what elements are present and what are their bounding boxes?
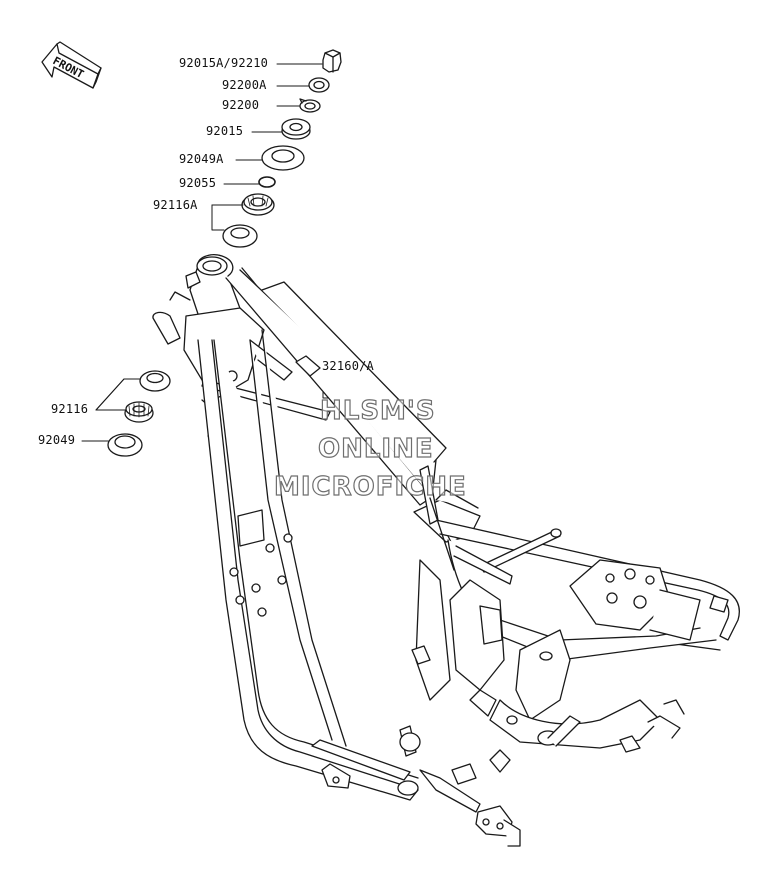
front-arrow-icon: FRONT xyxy=(41,41,102,89)
part-label-92049a: 92049A xyxy=(179,152,224,166)
part-label-92015a-92210: 92015A/92210 xyxy=(179,56,269,70)
part-label-92200: 92200 xyxy=(222,98,260,112)
part-92116-race xyxy=(139,370,171,392)
part-label-32160-a: 32160/A xyxy=(322,359,374,373)
part-92116a-race xyxy=(222,224,258,248)
part-92015-nut xyxy=(281,118,311,140)
motorcycle-frame xyxy=(152,254,740,847)
lower-bearing-parts xyxy=(107,370,171,457)
leader-lines xyxy=(81,63,331,442)
part-92200-lock-washer xyxy=(299,98,321,113)
watermark-line-3: MICROFICHE xyxy=(273,471,467,502)
part-92116a-bearing-upper xyxy=(241,193,275,216)
watermark-line-1: HLSM'S xyxy=(319,395,436,426)
part-92049-seal xyxy=(107,433,143,457)
part-label-92049: 92049 xyxy=(38,433,76,447)
part-label-92015: 92015 xyxy=(206,124,244,138)
part-92116-bearing xyxy=(124,401,154,423)
part-label-92055: 92055 xyxy=(179,176,217,190)
part-label-92116a: 92116A xyxy=(153,198,198,212)
part-92015a-92210-nut xyxy=(322,49,342,73)
part-label-92200a: 92200A xyxy=(222,78,267,92)
part-label-92116: 92116 xyxy=(51,402,89,416)
watermark-line-2: ONLINE xyxy=(317,433,434,464)
part-92055-o-ring xyxy=(258,176,276,188)
part-92200a-washer xyxy=(308,77,330,93)
part-92049a-seal xyxy=(261,145,305,171)
